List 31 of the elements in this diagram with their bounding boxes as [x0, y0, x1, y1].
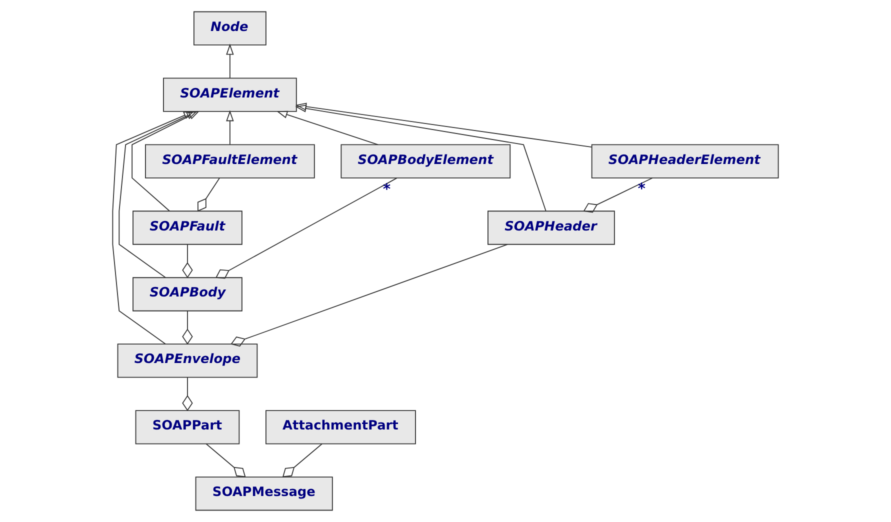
node-box: SOAPElement	[163, 78, 297, 112]
arrow	[226, 44, 234, 78]
node-box: SOAPFault	[132, 210, 242, 245]
node-box: SOAPBodyElement	[340, 144, 511, 178]
edge-label: *	[382, 181, 391, 198]
connector	[206, 443, 246, 478]
node-box: SOAPHeaderElement	[591, 144, 779, 178]
node-box: SOAPHeader	[488, 210, 615, 245]
node-box: SOAPMessage	[195, 476, 333, 511]
arrow	[295, 104, 546, 212]
edge-label: *	[638, 180, 646, 198]
arrow	[118, 110, 198, 278]
node-box: SOAPFaultElement	[145, 144, 315, 178]
connector	[215, 178, 398, 279]
arrow	[226, 110, 234, 145]
connector	[182, 376, 193, 412]
arrow	[276, 110, 378, 146]
connector	[197, 178, 220, 212]
connector	[583, 178, 653, 213]
connector	[182, 310, 193, 345]
node-box: SOAPPart	[135, 410, 240, 444]
node-box: SOAPBody	[132, 277, 242, 312]
connector	[182, 244, 193, 278]
arrow	[112, 110, 195, 344]
node-box: Node	[193, 11, 266, 46]
arrow	[295, 102, 592, 148]
connector	[230, 244, 508, 347]
node-box: SOAPEnvelope	[117, 344, 258, 378]
node-box: AttachmentPart	[265, 410, 416, 444]
arrow	[132, 110, 200, 212]
connector	[282, 443, 322, 478]
